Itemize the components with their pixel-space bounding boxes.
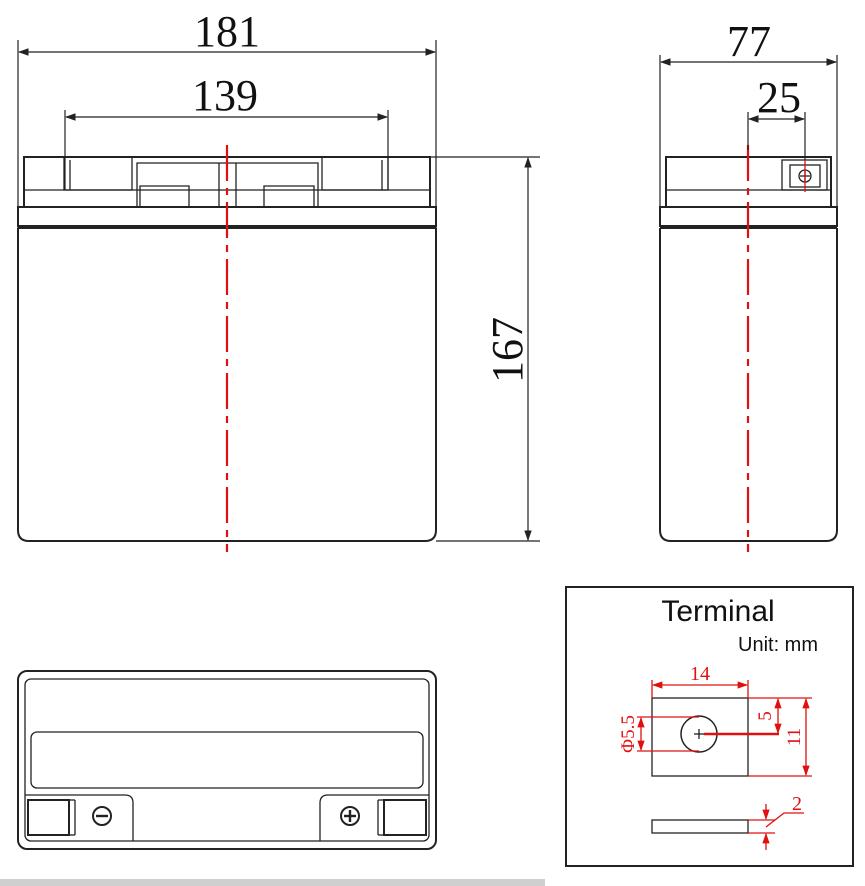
side-view: 77 25 [659,17,838,552]
top-positive-terminal [383,799,427,836]
terminal-unit: Unit: mm [738,634,818,656]
top-positive-terminal-well [319,794,429,841]
terminal-hole-offset-label: 5 [755,711,776,721]
terminal-edge-view [651,819,749,834]
top-outer-outline [17,670,437,850]
top-handle-recess [30,731,424,789]
terminal-title: Terminal [661,595,774,628]
top-inner-outline [24,678,430,842]
front-body-outline [17,228,437,542]
top-view [17,670,437,850]
front-width-label: 181 [194,7,260,56]
terminal-width-label: 14 [690,663,710,685]
side-depth-label: 77 [727,17,771,66]
bottom-scrollbar-strip [0,879,545,886]
terminal-hole-label: Φ5.5 [618,715,639,753]
terminal-thickness-label: 2 [792,793,802,815]
front-left-terminal-pocket [63,156,133,191]
front-height-label: 167 [483,317,532,383]
top-negative-terminal-well [25,794,134,841]
side-terminal-offset-label: 25 [757,73,801,122]
negative-terminal-icon [92,806,112,826]
side-body-outline [659,228,838,542]
terminal-detail-panel: Terminal Unit: mm 14 Φ5.5 5 11 2 [565,586,854,867]
front-terminal-span-label: 139 [192,71,258,120]
front-right-terminal-pocket [321,156,389,191]
front-view: 181 139 167 [17,7,540,552]
terminal-plate [651,697,749,777]
terminal-height-label: 11 [784,728,805,746]
top-negative-terminal [27,799,70,836]
positive-terminal-icon [340,806,360,826]
terminal-thickness-leader [765,812,804,828]
terminal-detail-frame [565,586,854,867]
